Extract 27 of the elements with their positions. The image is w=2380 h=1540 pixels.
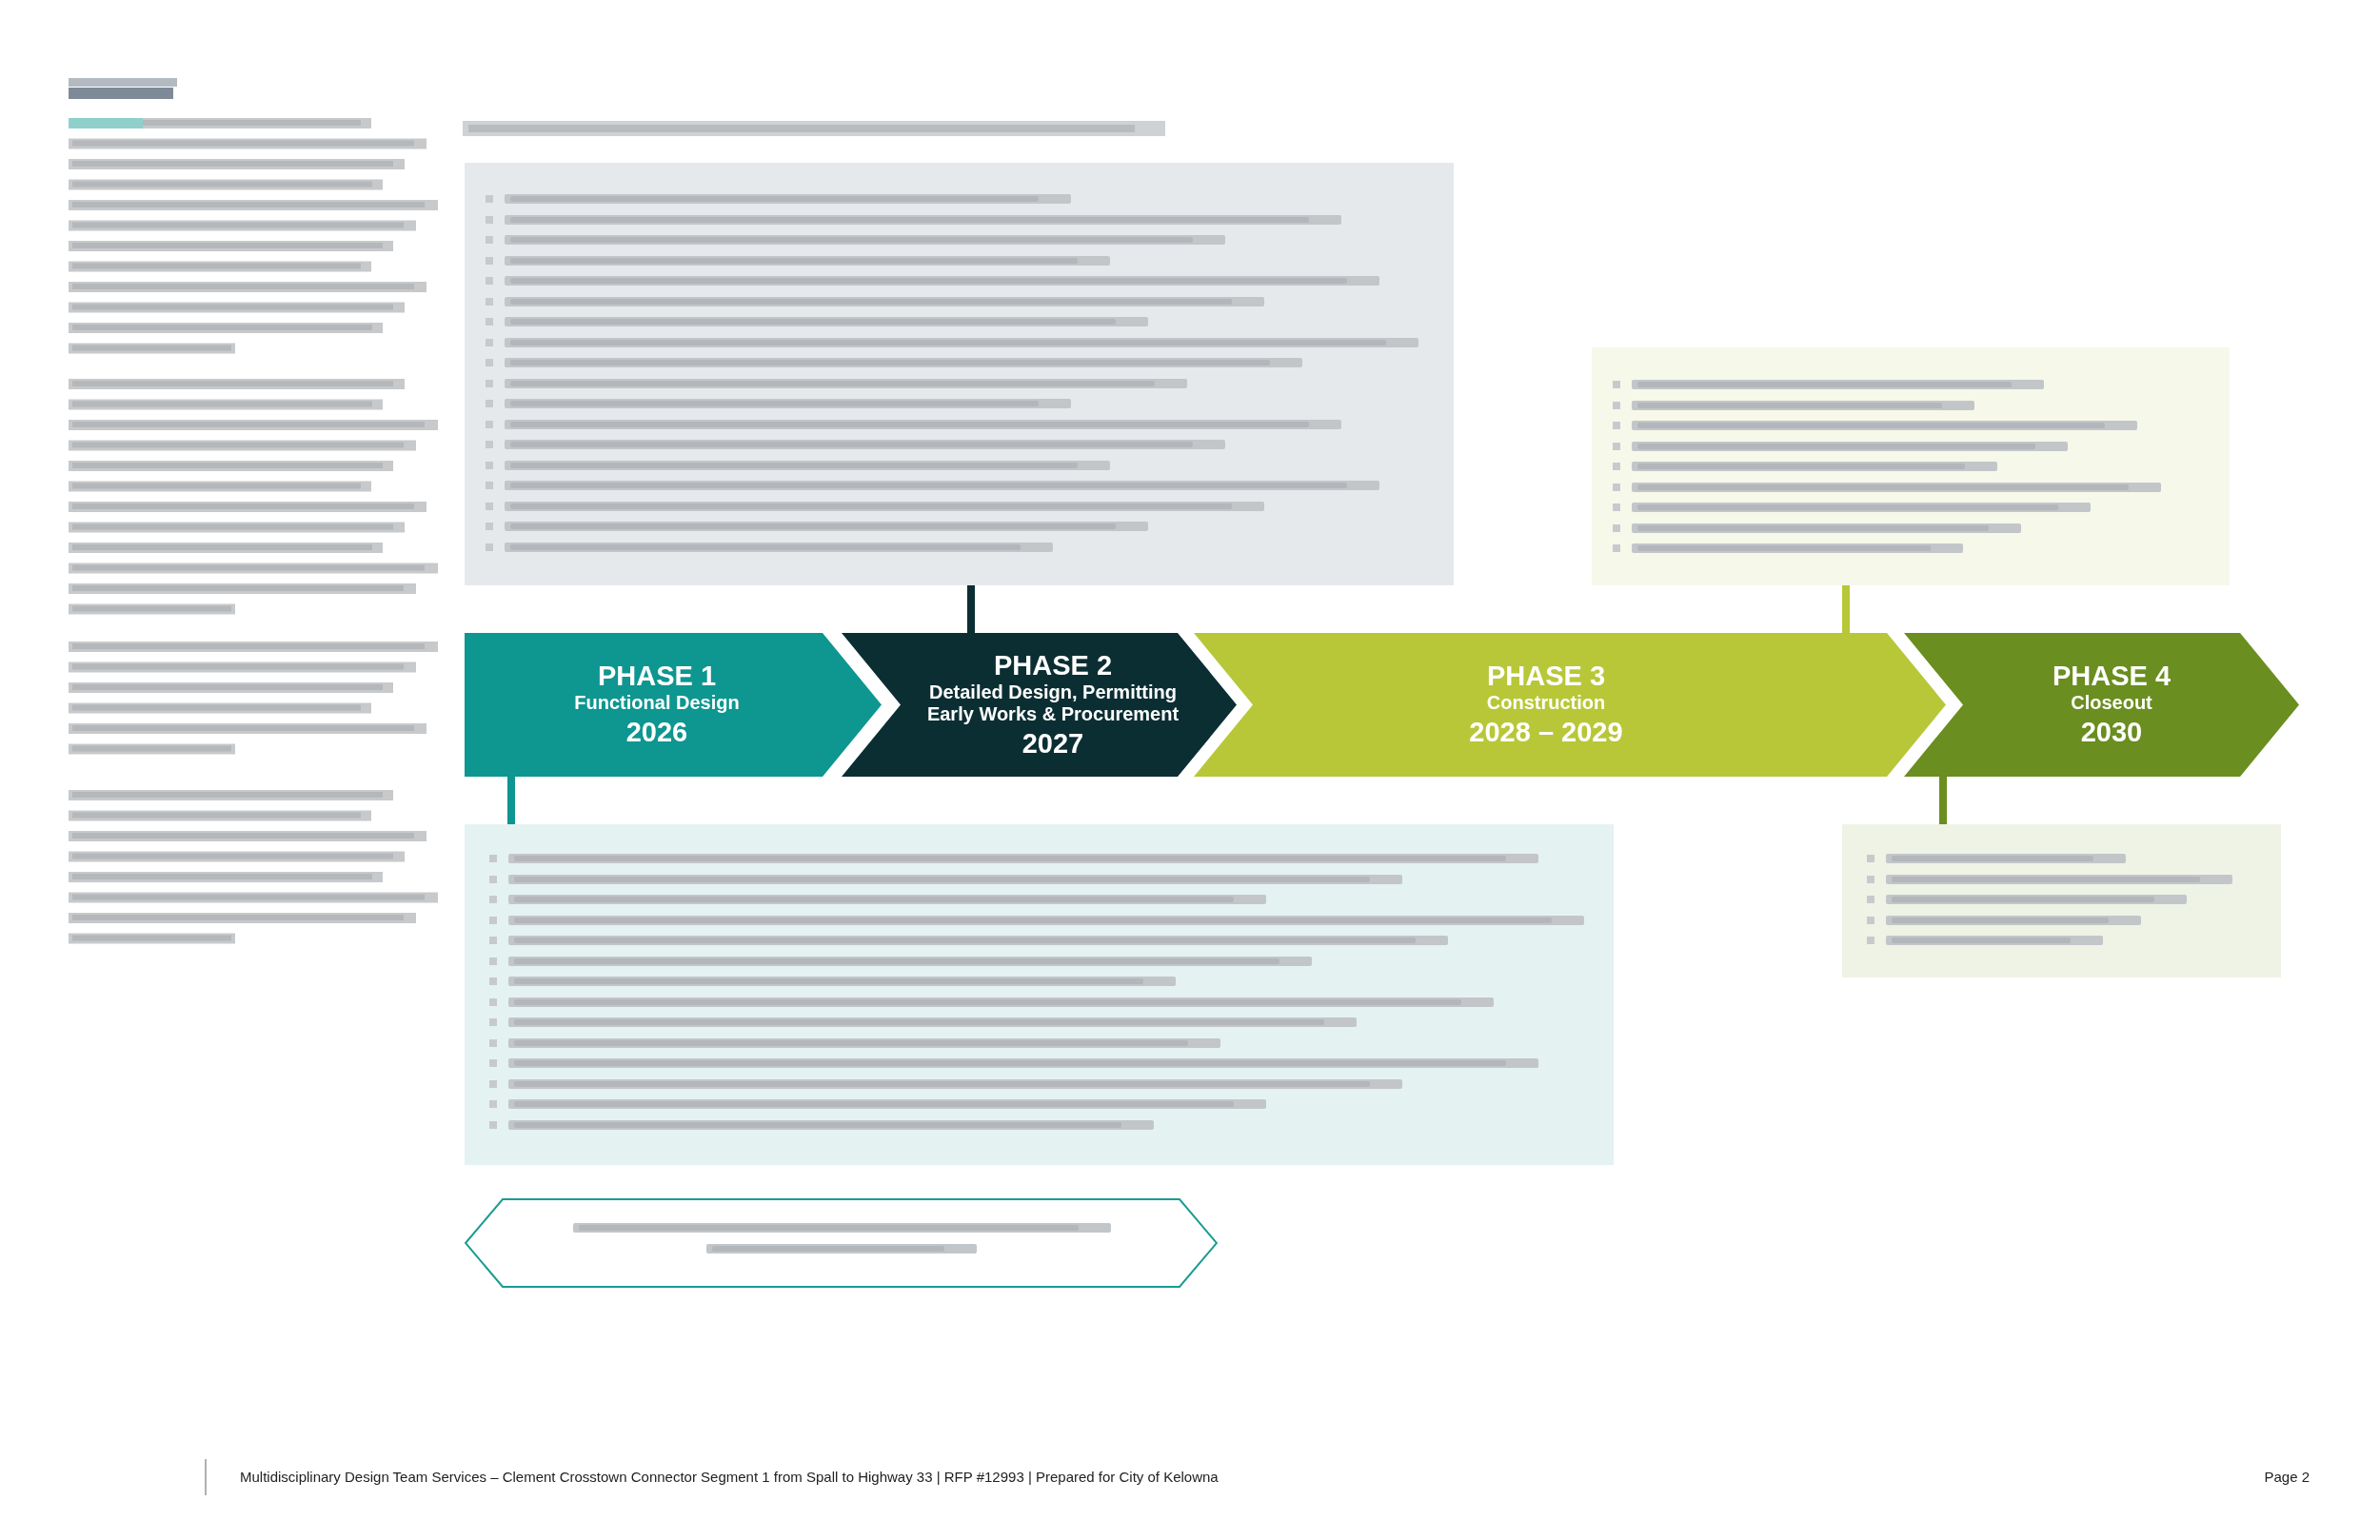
phase-title: PHASE 2 (993, 649, 1113, 681)
phase-name: Detailed Design, Permitting Early Works & Procurement (925, 681, 1180, 725)
connector-line (507, 777, 515, 824)
phase-banner (1194, 633, 1946, 777)
phase-title: PHASE 4 (2052, 661, 2172, 692)
connector-line (1842, 585, 1850, 633)
footer-text: Multidisciplinary Design Team Services – Clement Crosstown Connector Segment 1 from Spall to Highway 33 | RFP #12993 | Prepared for City of Kelowna (240, 1469, 1219, 1486)
phase-title: PHASE 1 (597, 661, 717, 692)
connector-line (967, 585, 975, 633)
phase-years: 2028 – 2029 (1469, 716, 1623, 749)
description-panel (465, 163, 1454, 585)
phase-title: PHASE 3 (1486, 661, 1606, 692)
phase-name: Functional Design (573, 692, 741, 714)
phase-years: 2027 (1021, 726, 1084, 760)
phase-years: 2026 (625, 716, 688, 749)
note-hexagon (465, 1198, 1218, 1288)
phase-years: 2030 (2080, 716, 2143, 749)
description-panel (465, 824, 1614, 1165)
description-panel (1842, 824, 2281, 977)
phase-banner (465, 633, 882, 777)
phase-banner (842, 633, 1237, 777)
connector-line (1939, 777, 1947, 824)
phase-banner (1904, 633, 2299, 777)
phase-name: Construction (1485, 692, 1607, 714)
description-panel (1592, 347, 2230, 585)
page-number: Page 2 (2264, 1469, 2310, 1486)
phase-name: Closeout (2070, 692, 2153, 714)
